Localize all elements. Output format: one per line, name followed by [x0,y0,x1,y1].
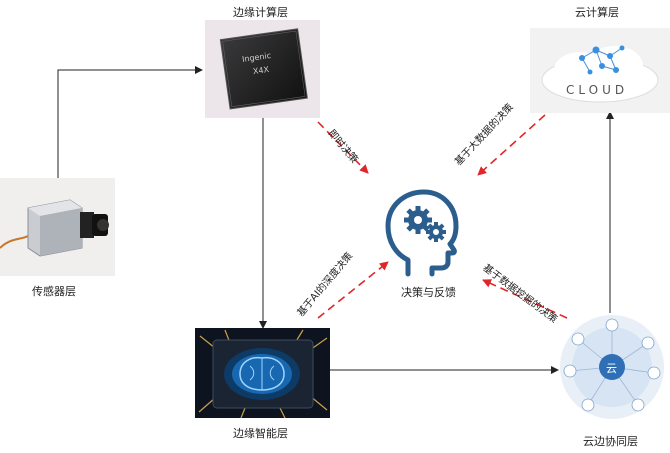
decision-head-gears-icon [380,186,460,278]
arrow-edge-intel-decision [317,261,389,319]
brain-chip-icon [198,329,328,418]
link-sensor-to-edge-compute [57,66,203,178]
cloud-edge-network-image: 云 [558,313,666,421]
edge-intelligence-label: 边缘智能层 [233,427,288,440]
edge-compute-label: 边缘计算层 [233,6,288,19]
cloud-compute-label: 云计算层 [575,6,619,19]
cloud-edge-label: 云边协同层 [583,435,638,448]
decision-label: 决策与反馈 [401,286,456,299]
camera-module-icon [0,199,109,257]
cloud-network-icon [541,45,659,103]
arrow-cloud-decision [477,114,546,176]
cloud-compute-image: CLOUD [530,28,670,113]
arrow-edge-compute-decision [317,121,369,174]
edge-intelligence-brain-chip-image [195,328,330,418]
chip-icon [219,28,308,110]
cloud-edge-network-icon [560,315,664,419]
sensor-camera-image [0,178,115,276]
cloud-edge-center-char: 云 [606,362,617,375]
arrow-cloud-edge-decision [482,279,568,319]
cloud-logo-text: CLOUD [566,83,629,97]
edge-compute-chip-image: Ingenic X4X [205,20,320,118]
sensor-label: 传感器层 [32,285,76,298]
